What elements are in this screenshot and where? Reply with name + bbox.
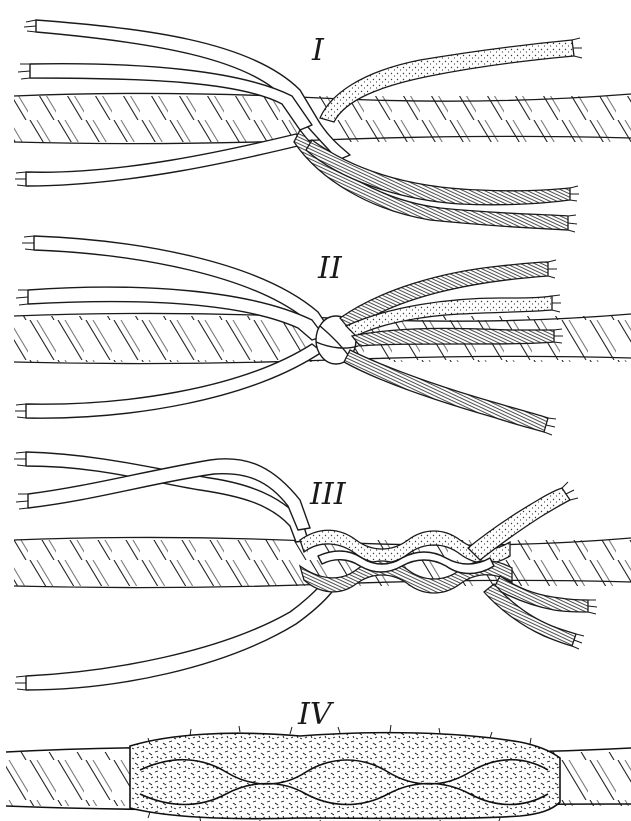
step-label-3: III <box>309 477 347 512</box>
step-2-upper-strands <box>340 260 563 346</box>
step-label-1: I <box>311 33 325 68</box>
step-4-group: IV <box>6 697 631 821</box>
step-4-finished-splice <box>6 725 631 821</box>
step-label-2: II <box>317 251 343 286</box>
step-2-lower-strand <box>344 350 556 435</box>
step-3-group: III <box>14 452 631 690</box>
step-label-4: IV <box>297 697 335 732</box>
step-3-lower-strands <box>484 576 597 649</box>
step-2-group: II <box>14 236 631 435</box>
step-1-group: I <box>14 20 631 232</box>
